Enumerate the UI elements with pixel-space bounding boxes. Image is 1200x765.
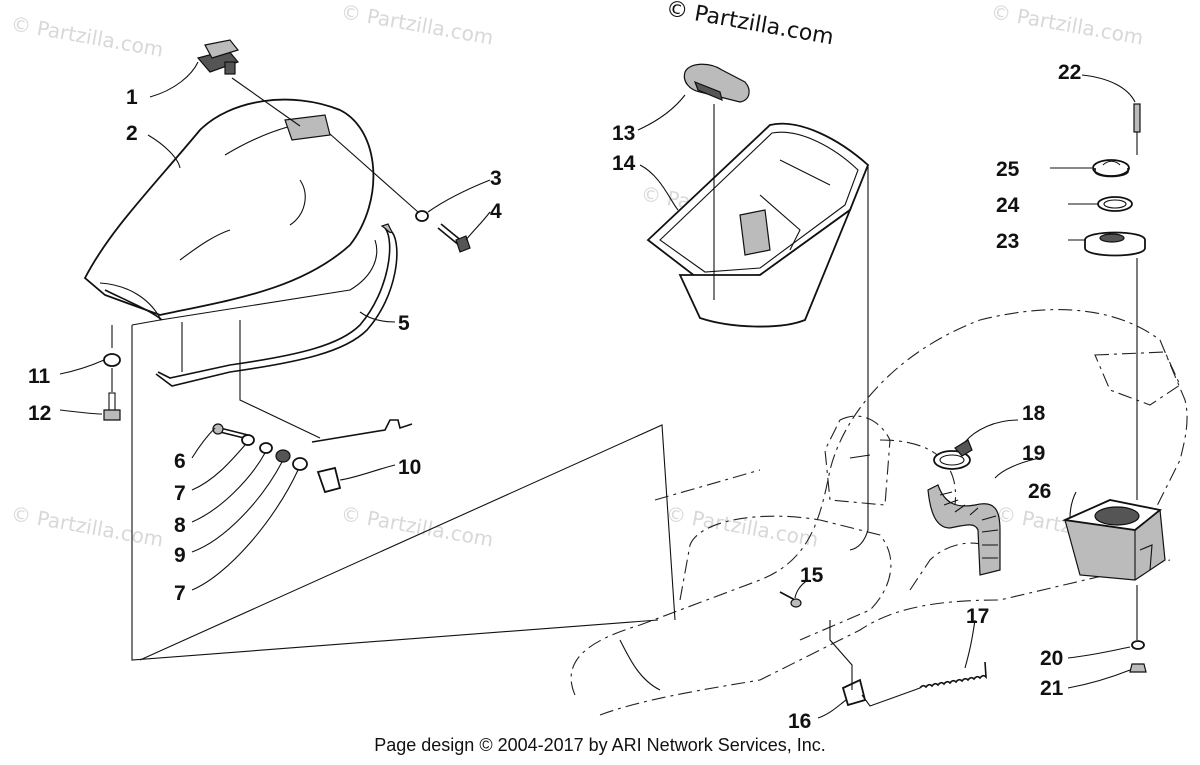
- callout-22: 22: [1058, 61, 1081, 84]
- spring-17: [919, 661, 987, 689]
- callout-13: 13: [612, 122, 635, 145]
- callout-15: 15: [800, 564, 824, 587]
- callout-2: 2: [126, 122, 138, 145]
- assembly-lines-center: [713, 104, 871, 551]
- watermark: © Partzilla.com: [339, 501, 495, 551]
- housing-26: [1061, 499, 1166, 581]
- seat-trim-strip: [155, 223, 398, 387]
- callout-3: 3: [490, 167, 502, 190]
- watermark: © Partzilla.com: [9, 11, 165, 61]
- callout-11: 11: [28, 365, 51, 388]
- watermark: © Partzilla.com: [9, 501, 165, 551]
- callout-17: 17: [966, 605, 989, 628]
- watermark: © Partzilla.com: [664, 501, 820, 551]
- callout-10: 10: [398, 456, 421, 479]
- storage-tray: [646, 122, 870, 328]
- callout-23: 23: [996, 230, 1019, 253]
- screw-15: [779, 591, 802, 608]
- callout-12: 12: [28, 402, 51, 425]
- callout-21: 21: [1040, 677, 1064, 700]
- callout-5: 5: [398, 312, 410, 335]
- flex-hose: [927, 484, 1001, 576]
- bolt-washer: [415, 210, 471, 253]
- callout-26: 26: [1028, 480, 1051, 503]
- watermark: © Partzilla.com: [339, 0, 495, 50]
- assembly-lines-left: [111, 77, 676, 661]
- callout-7: 7: [174, 482, 186, 505]
- callout-24: 24: [996, 194, 1020, 217]
- callout-8: 8: [174, 514, 186, 537]
- callout-16: 16: [788, 710, 811, 733]
- callout-6: 6: [174, 450, 186, 473]
- callout-9: 9: [174, 544, 186, 567]
- callout-leaders: [59, 61, 1136, 719]
- washer-and-bolt-11-12: [103, 353, 121, 421]
- callout-25: 25: [996, 158, 1020, 181]
- storage-latch: [683, 63, 750, 103]
- watermark: © Partzilla.com: [989, 0, 1145, 50]
- hardware-6-10: [212, 419, 413, 494]
- copyright-label: © Partzilla.com: [664, 0, 836, 50]
- seat: [83, 98, 378, 321]
- screw-22-and-nut: [1129, 103, 1147, 673]
- callout-1: 1: [126, 86, 138, 109]
- callout-20: 20: [1040, 647, 1063, 670]
- callout-7b: 7: [174, 582, 186, 605]
- page-footer: Page design © 2004-2017 by ARI Network S…: [374, 735, 826, 755]
- bracket-16: [829, 620, 921, 707]
- callout-18: 18: [1022, 402, 1046, 425]
- callout-4: 4: [490, 200, 502, 223]
- cap-assembly-23-25: [1084, 159, 1146, 257]
- callout-14: 14: [612, 152, 636, 175]
- seat-latch: [196, 39, 240, 75]
- callout-19: 19: [1022, 442, 1045, 465]
- callout-labels: 1 2 3 4 5 6 7 8 9 7 10 11 12 13 14 15 16…: [28, 61, 1081, 733]
- hose-clamp: [933, 439, 973, 470]
